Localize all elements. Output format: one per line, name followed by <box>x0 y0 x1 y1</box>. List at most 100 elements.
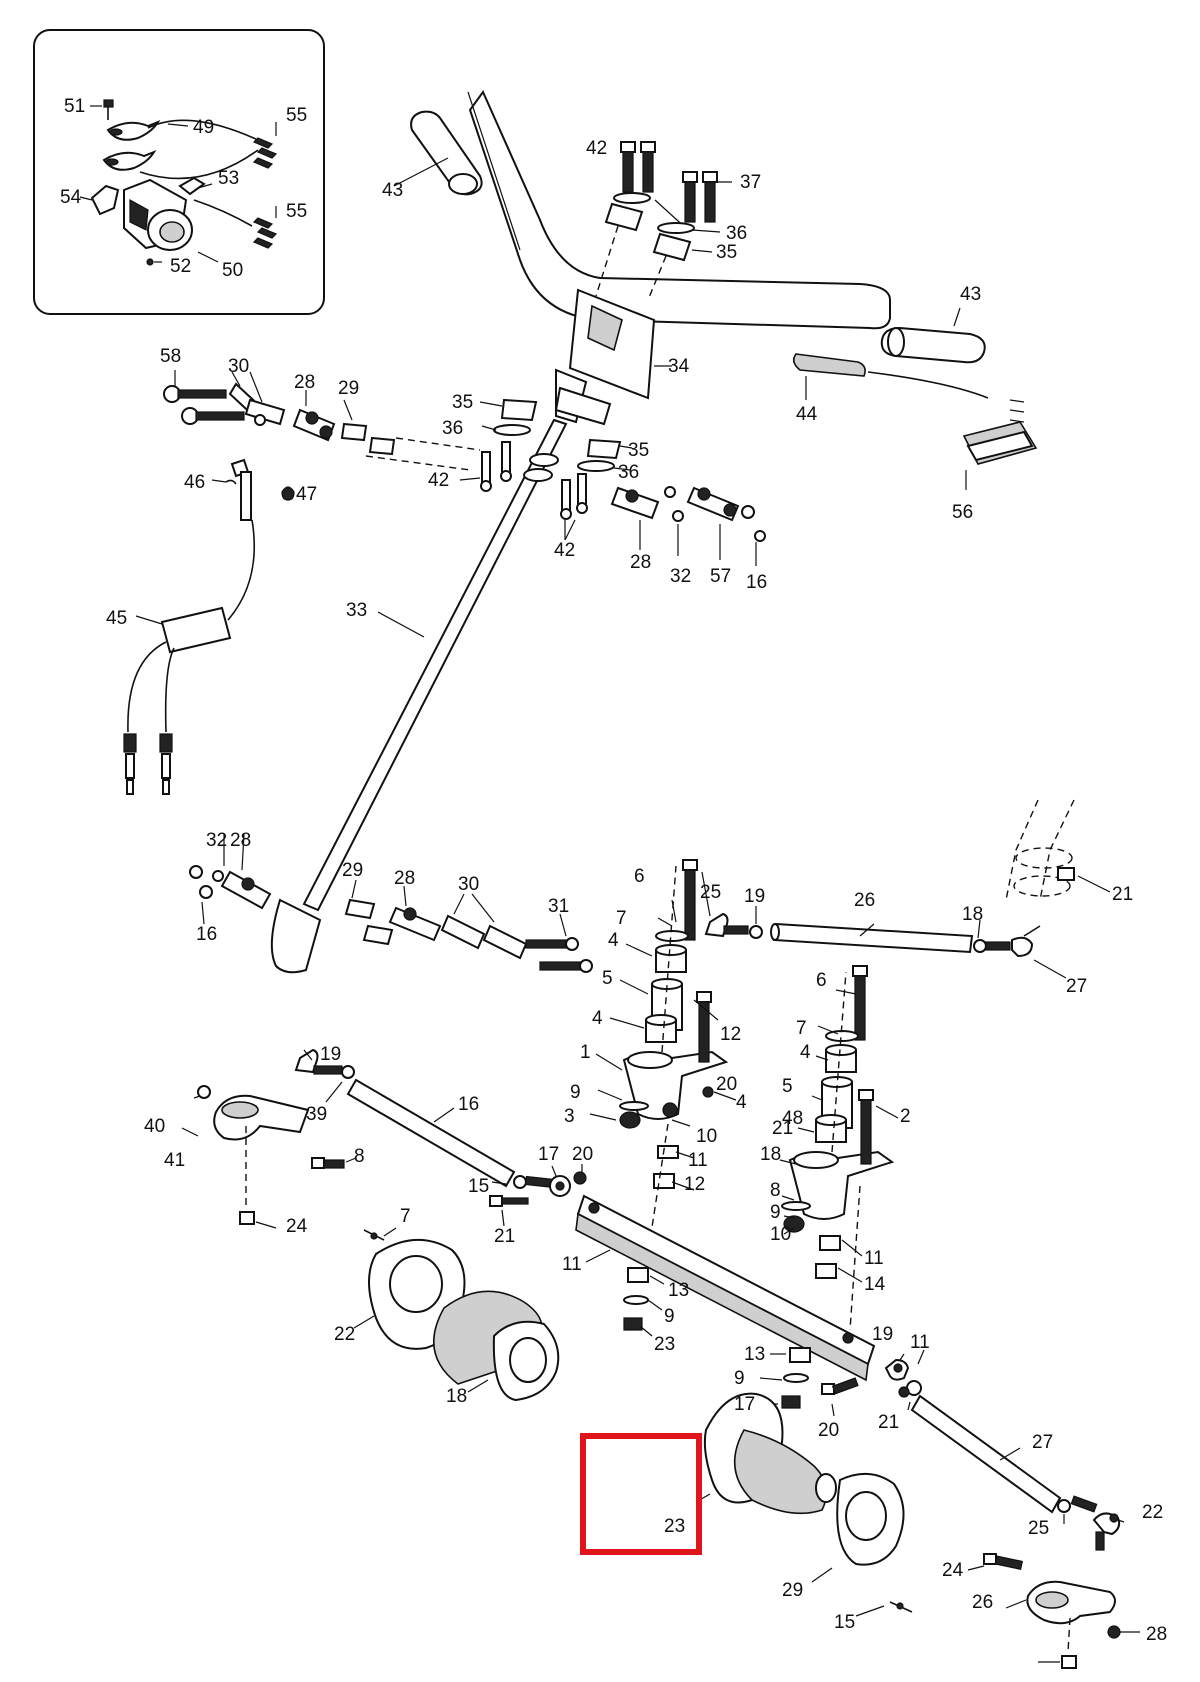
callout-label: 23 <box>654 1334 675 1355</box>
callout-label: 29 <box>342 860 363 881</box>
callout-label: 35 <box>716 242 737 263</box>
callout-label: 49 <box>193 117 214 138</box>
callout-label: 5 <box>782 1076 793 1097</box>
callout-label: 32 <box>670 566 691 587</box>
callout-label: 9 <box>770 1202 781 1223</box>
callout-label: 39 <box>306 1104 327 1125</box>
callout-label: 21 <box>878 1412 899 1433</box>
screw-icon <box>103 99 114 120</box>
callout-label: 14 <box>864 1274 886 1295</box>
callout-label: 10 <box>770 1224 791 1245</box>
callout-label: 7 <box>616 908 627 929</box>
callout-label: 41 <box>164 1150 185 1171</box>
callout-label: 24 <box>286 1216 308 1237</box>
callout-label: 28 <box>294 372 315 393</box>
callout-label: 29 <box>338 378 359 399</box>
left-ski-leg <box>197 1085 345 1225</box>
callout-label: 4 <box>800 1042 811 1063</box>
callout-label: 36 <box>618 462 639 483</box>
highlight-box <box>580 1433 702 1555</box>
callout-label: 18 <box>446 1386 467 1407</box>
contact-bracket-icon <box>102 119 161 171</box>
callout-label: 1 <box>580 1042 591 1063</box>
left-grip-icon <box>410 110 483 196</box>
callout-label: 52 <box>170 256 191 277</box>
callout-label: 43 <box>382 180 403 201</box>
callout-label: 15 <box>468 1176 489 1197</box>
callout-label: 45 <box>106 608 127 629</box>
callout-label: 18 <box>962 904 983 925</box>
callout-label: 42 <box>554 540 575 561</box>
left-spindle-stack <box>619 859 729 1129</box>
callout-label: 55 <box>286 201 307 222</box>
callout-label: 27 <box>1066 976 1087 997</box>
callout-label: 28 <box>630 552 651 573</box>
upper-tie-rod <box>704 912 1034 958</box>
cross-bar <box>575 1194 876 1382</box>
callout-label: 42 <box>586 138 607 159</box>
callout-label: 19 <box>872 1324 893 1345</box>
callout-label: 20 <box>572 1144 593 1165</box>
connector-icon <box>962 421 1038 465</box>
upper-right-linkage <box>610 486 766 542</box>
right-ski-leg <box>983 1553 1121 1669</box>
callout-label: 11 <box>562 1254 582 1275</box>
callout-label: 9 <box>664 1306 675 1327</box>
callout-label: 26 <box>972 1592 993 1613</box>
heated-grip-element <box>792 353 1025 423</box>
callout-label: 15 <box>834 1612 855 1633</box>
throttle-cable <box>123 458 295 795</box>
callout-label: 8 <box>770 1180 781 1201</box>
callout-label: 44 <box>796 404 818 425</box>
callout-label: 28 <box>1146 1624 1167 1645</box>
callout-label: 33 <box>346 600 367 621</box>
callout-label: 25 <box>700 882 721 903</box>
callout-label: 36 <box>442 418 463 439</box>
callout-label: 37 <box>740 172 761 193</box>
callout-label: 6 <box>634 866 645 887</box>
callout-label: 12 <box>720 1024 741 1045</box>
callout-label: 13 <box>744 1344 765 1365</box>
steering-riser <box>554 288 656 426</box>
ski-leg-dashed <box>1005 799 1075 937</box>
callout-label: 28 <box>394 868 415 889</box>
callout-label: 51 <box>64 96 85 117</box>
handlebar <box>467 90 891 330</box>
callout-label: 11 <box>910 1332 930 1353</box>
callout-label: 53 <box>218 168 239 189</box>
callout-label: 48 <box>782 1108 803 1129</box>
callout-label: 5 <box>602 968 613 989</box>
lower-linkage <box>189 865 593 973</box>
callout-label: 24 <box>942 1560 964 1581</box>
inset-label-group: 51 49 55 54 53 55 52 50 <box>60 96 307 281</box>
callout-label: 25 <box>1028 1518 1049 1539</box>
callout-label: 12 <box>684 1174 705 1195</box>
callout-label: 4 <box>736 1092 747 1113</box>
callout-label: 16 <box>458 1094 479 1115</box>
right-spindle-stack <box>781 965 895 1279</box>
callout-label: 26 <box>854 890 875 911</box>
callout-label: 11 <box>688 1150 708 1171</box>
steering-column <box>270 418 568 974</box>
callout-label: 46 <box>184 472 205 493</box>
upper-linkage <box>163 382 396 456</box>
callout-label: 35 <box>628 440 649 461</box>
inset-key-switch <box>33 29 325 315</box>
callout-label: 31 <box>548 896 569 917</box>
callout-label: 3 <box>564 1106 575 1127</box>
right-grip-icon <box>880 326 986 364</box>
callout-label: 21 <box>772 1118 793 1139</box>
callout-label: 17 <box>734 1394 755 1415</box>
callout-label: 11 <box>864 1248 884 1269</box>
callout-label: 58 <box>160 346 181 367</box>
callout-label: 22 <box>1142 1502 1163 1523</box>
callout-label: 19 <box>320 1044 341 1065</box>
callout-label: 7 <box>400 1206 411 1227</box>
callout-label: 9 <box>570 1082 581 1103</box>
left-tie-rod <box>294 1048 587 1197</box>
callout-label: 4 <box>592 1008 603 1029</box>
callout-label: 29 <box>782 1580 803 1601</box>
terminal-icon <box>252 137 278 169</box>
callout-label: 21 <box>494 1226 515 1247</box>
